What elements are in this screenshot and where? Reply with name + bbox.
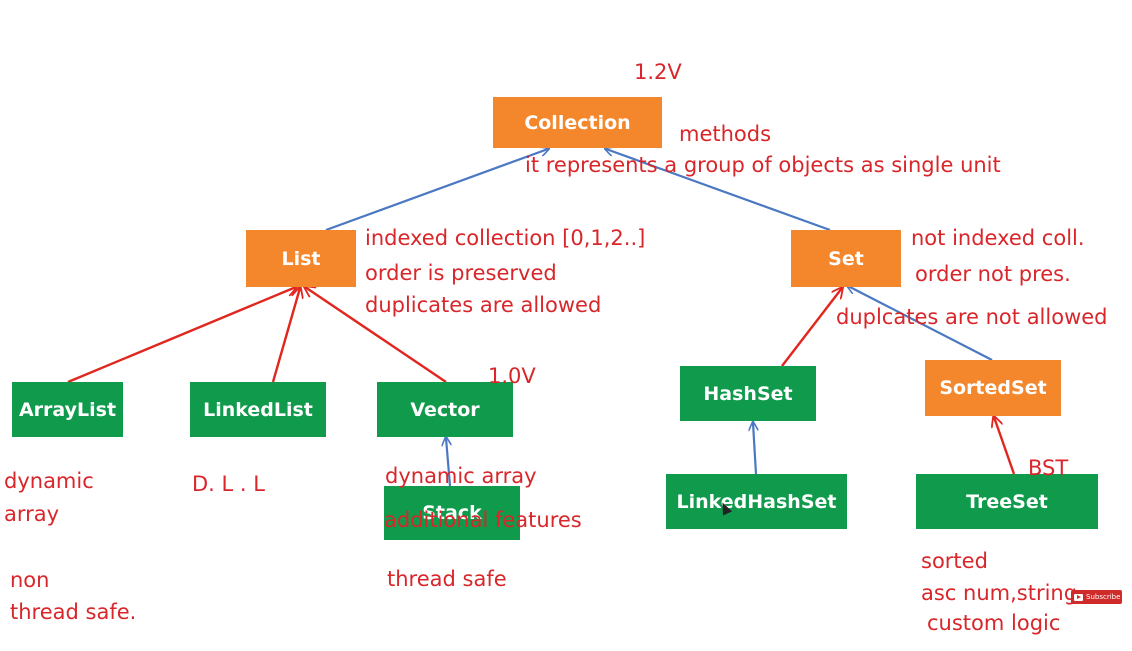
list-node: List <box>246 230 356 287</box>
collection-version-note: 1.2V <box>634 60 682 84</box>
arraylist-note-1: dynamic <box>4 469 94 493</box>
subscribe-label: Subscribe <box>1086 593 1121 601</box>
arrow-treeset-to-sortedset <box>994 417 1016 475</box>
list-note-3: duplicates are allowed <box>365 293 602 317</box>
arrow-linkedlist-to-list <box>271 288 300 383</box>
arrow-stack-to-vector <box>446 438 450 487</box>
treeset-note-3: custom logic <box>927 611 1061 635</box>
arrow-vector-to-list <box>305 287 447 383</box>
collection-desc-note: it represents a group of objects as sing… <box>525 153 1001 177</box>
treeset-note-2: asc num,string <box>921 581 1078 605</box>
arrow-linkedhashset-to-hashset <box>753 423 756 475</box>
linkedlist-node: LinkedList <box>190 382 326 437</box>
set-note-2: order not pres. <box>915 262 1071 286</box>
arrow-arraylist-to-list <box>67 287 296 384</box>
treeset-bst-note: BST <box>1028 456 1069 480</box>
list-note-1: indexed collection [0,1,2..] <box>365 226 646 250</box>
arrow-hashset-to-set <box>781 288 842 367</box>
set-node: Set <box>791 230 901 287</box>
collection-node: Collection <box>493 97 662 148</box>
treeset-node: TreeSet <box>916 474 1098 529</box>
sortedset-node: SortedSet <box>925 360 1061 416</box>
arraylist-node: ArrayList <box>12 382 123 437</box>
arrow-sortedset-to-set <box>848 286 993 361</box>
arraylist-note-3: non <box>10 568 50 592</box>
vector-note-3: thread safe <box>387 567 507 591</box>
hashset-node: HashSet <box>680 366 816 421</box>
subscribe-badge[interactable]: Subscribe <box>1071 590 1122 604</box>
arraylist-note-4: thread safe. <box>10 600 137 624</box>
set-note-1: not indexed coll. <box>911 226 1085 250</box>
collection-methods-note: methods <box>679 122 772 146</box>
play-icon <box>1074 593 1083 601</box>
list-note-2: order is preserved <box>365 261 557 285</box>
arrow-set-to-collection <box>606 149 831 232</box>
arraylist-note-2: array <box>4 502 60 526</box>
linkedhashset-node: LinkedHashSet <box>666 474 847 529</box>
set-note-3: duplcates are not allowed <box>836 305 1108 329</box>
stack-node: Stack <box>384 486 520 540</box>
treeset-note-1: sorted <box>921 549 988 573</box>
arrow-list-to-collection <box>325 149 548 232</box>
vector-note-2: additional features <box>384 508 582 532</box>
vector-version-note: 1.0V <box>488 364 536 388</box>
linkedlist-note-1: D. L . L <box>192 472 265 496</box>
vector-node: Vector <box>377 382 513 437</box>
vector-note-1: dynamic array <box>385 464 537 488</box>
